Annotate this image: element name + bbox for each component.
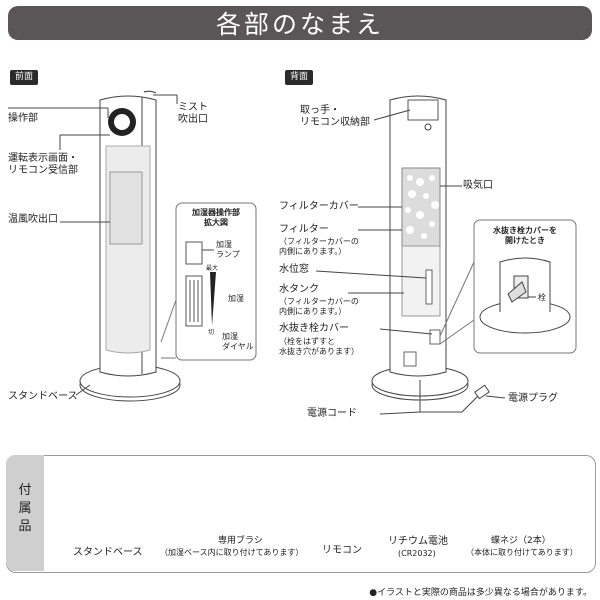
front-warm-air-outlet <box>109 171 143 245</box>
back-water-tank <box>401 245 441 317</box>
label-power-plug: 電源プラグ <box>508 393 558 404</box>
label-dial-off: 切 <box>208 329 215 336</box>
footnote: ●イラストと実際の商品は多少異なる場合があります。 <box>369 588 592 598</box>
label-front-stand-base: スタンドベース <box>8 391 78 402</box>
accessory-battery-note: (CR2032) <box>398 549 436 558</box>
label-water-window: 水位窓 <box>279 264 309 275</box>
label-dial-max: 最大 <box>206 265 219 272</box>
label-warm-air: 温風吹出口 <box>8 214 58 225</box>
back-power-cord <box>419 380 479 413</box>
accessories-side-bar <box>6 455 44 571</box>
front-zoom-title: 加湿器操作部 拡大図 <box>192 208 240 227</box>
label-humidify-lamp: 加湿 ランプ <box>216 240 240 259</box>
label-intake: 吸気口 <box>463 180 493 191</box>
label-filter: フィルター <box>279 224 329 235</box>
label-mist-outlet: ミスト 吹出口 <box>178 102 208 125</box>
accessory-remote-label: リモコン <box>322 545 362 556</box>
label-handle: 取っ手・ リモコン収納部 <box>300 105 370 128</box>
front-tag: 前面 <box>10 70 39 85</box>
label-power-cord: 電源コード <box>307 408 357 419</box>
accessories-box <box>6 455 596 573</box>
label-control-panel: 操作部 <box>8 113 38 124</box>
label-humidify: 加湿 <box>228 294 244 303</box>
label-filter-note: （フィルターカバーの 内側にあります。） <box>279 237 359 256</box>
accessory-stand-base-label: スタンドベース <box>73 547 143 558</box>
accessory-screws-label: 蝶ネジ（2本） <box>491 536 551 546</box>
page-title-bar: 各部のなまえ <box>8 6 592 40</box>
back-drain-cover <box>429 329 441 345</box>
accessory-brush-label: 専用ブラシ <box>218 536 263 546</box>
label-plug: 栓 <box>538 293 546 302</box>
page-title: 各部のなまえ <box>215 10 384 39</box>
label-tank-note: （フィルターカバーの 内側にあります。） <box>279 297 359 316</box>
front-mist-outlet <box>143 90 157 94</box>
back-handle <box>407 99 439 121</box>
label-drain-note: （栓をはずすと 水抜き穴があります） <box>279 337 359 356</box>
back-zoom-title: 水抜き栓カバーを 開けたとき <box>493 226 557 245</box>
label-drain-cover: 水抜き栓カバー <box>279 323 349 334</box>
accessory-brush-note: （加湿ベース内に取り付けてあります） <box>160 548 304 557</box>
back-tag: 背面 <box>285 70 314 85</box>
accessory-battery-label: リチウム電池 <box>388 536 448 547</box>
label-display: 運転表示画面・ リモコン受信部 <box>8 153 78 176</box>
label-filter-cover: フィルターカバー <box>279 201 359 212</box>
label-humidify-dial: 加湿 ダイヤル <box>222 332 254 351</box>
back-water-window <box>425 269 433 305</box>
accessories-side-label: 付 属 品 <box>18 483 32 534</box>
label-water-tank: 水タンク <box>279 284 319 295</box>
accessory-screws-note: （本体に取り付けてあります） <box>466 548 578 557</box>
